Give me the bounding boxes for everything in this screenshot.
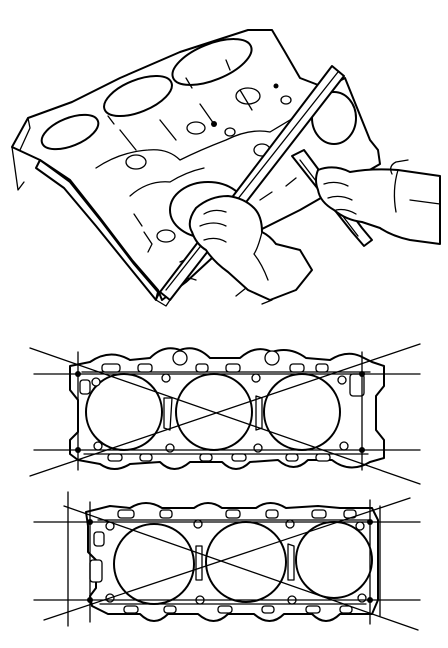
cylinder-bore	[40, 113, 100, 151]
gasket-pattern-upper	[29, 343, 421, 485]
measurement-points	[75, 371, 365, 453]
straightedge-check-lines	[29, 343, 421, 485]
straightedge-on-block-illustration	[11, 29, 441, 307]
straightedge-check-lines	[33, 491, 421, 631]
measurement-points	[87, 519, 373, 603]
cylinder-bore	[103, 74, 173, 118]
cylinder-bore	[171, 38, 253, 86]
gasket-bore	[295, 521, 373, 599]
gasket-bore	[263, 373, 341, 451]
right-hand	[315, 166, 441, 245]
left-hand	[188, 195, 313, 301]
gasket-pattern-lower	[33, 491, 421, 631]
